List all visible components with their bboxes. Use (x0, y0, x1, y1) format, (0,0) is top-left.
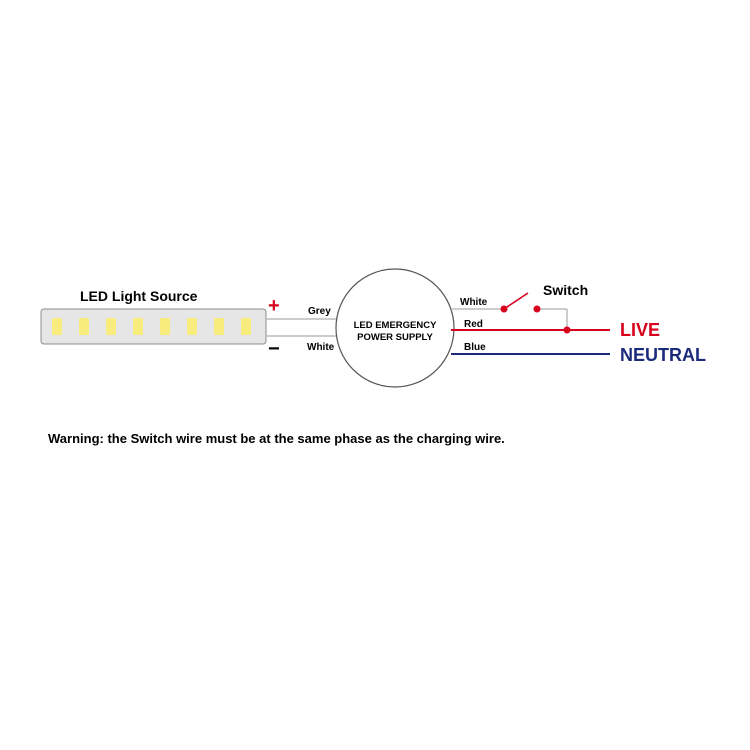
power-supply-label-line2: POWER SUPPLY (357, 332, 433, 343)
switch-contact-left (500, 305, 508, 313)
led-chip (241, 318, 251, 335)
led-chips (52, 318, 251, 335)
warning-text: Warning: the Switch wire must be at the … (48, 431, 505, 446)
led-chip (133, 318, 143, 335)
power-supply-label-line1: LED EMERGENCY (354, 320, 438, 331)
plus-symbol: + (268, 295, 280, 317)
white-wire-left-label: White (307, 342, 335, 353)
led-chip (106, 318, 116, 335)
minus-symbol: − (268, 338, 280, 360)
power-supply-circle (335, 268, 455, 388)
switch-label: Switch (543, 282, 588, 298)
switch-lever (503, 292, 529, 310)
led-source-title: LED Light Source (80, 288, 198, 304)
led-chip (52, 318, 62, 335)
led-chip (187, 318, 197, 335)
led-chip (160, 318, 170, 335)
neutral-label: NEUTRAL (620, 345, 706, 365)
red-wire-label: Red (464, 319, 483, 330)
live-label: LIVE (620, 320, 660, 340)
grey-wire-label: Grey (308, 306, 331, 317)
led-strip (40, 308, 267, 345)
switch-contact-right (533, 305, 541, 313)
white-wire-right-label: White (460, 297, 488, 308)
live-junction (563, 326, 571, 334)
led-chip (79, 318, 89, 335)
led-chip (214, 318, 224, 335)
blue-wire-label: Blue (464, 342, 486, 353)
